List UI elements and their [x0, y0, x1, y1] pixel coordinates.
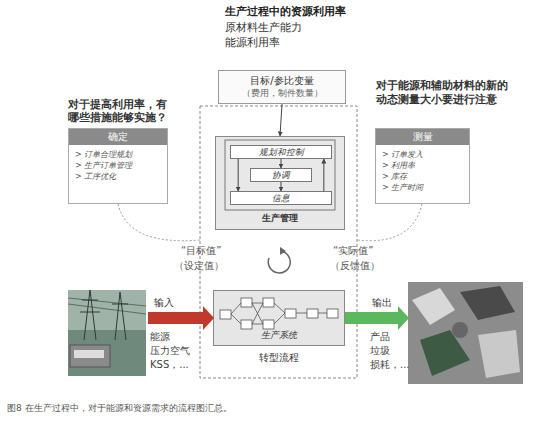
process-step: [263, 298, 274, 307]
function-bar: 规划和控制: [230, 145, 332, 159]
annotation-text: 产品: [370, 330, 390, 343]
annotation-text: 对于能源和辅助材料的新的动态测量大小要进行注意: [376, 79, 510, 107]
function-name: 信息: [272, 192, 290, 204]
function-name: 协调: [272, 169, 290, 181]
card-item: > 生产订单管理: [69, 160, 167, 171]
annotation-text: 垃圾: [370, 344, 390, 357]
annotation-text: KSS，...: [150, 358, 189, 371]
scrap-piece: [420, 330, 470, 376]
function-name: 规划和控制: [259, 146, 304, 158]
card-item: > 库存: [376, 171, 469, 182]
cycle-arrowhead: [280, 247, 286, 255]
measure-card: 测量 > 订单发入> 利用率> 库存> 生产时间: [375, 128, 470, 204]
management-box: 生产管理 规划和控制协调信息: [215, 136, 345, 230]
card-item: > 生产时间: [376, 182, 469, 193]
annotation-text: 能源利用率: [225, 36, 280, 50]
energy-photo: [68, 290, 146, 376]
process-step: [241, 320, 252, 329]
annotation-text: 损耗，...: [370, 358, 410, 371]
flow-arrow: [281, 182, 282, 191]
reference-box: 目标/参比变量（费用，制件数量）: [218, 70, 346, 104]
cycle-arrow: [268, 251, 290, 273]
annotation-text: 对于提高利用率，有哪些措施能够实施？: [68, 98, 168, 124]
card-item: > 订单发入: [376, 149, 469, 160]
function-box: 协调: [250, 168, 312, 182]
inner-frame: [225, 140, 335, 210]
process-link: [231, 303, 327, 324]
annotation-text: 生产过程中的资源利用率: [225, 5, 346, 19]
scrap-piece: [478, 330, 520, 378]
function-bar: 信息: [230, 191, 332, 205]
box-subtitle: 转型流程: [194, 351, 364, 365]
flow-arrow: [281, 159, 282, 168]
meter-photo: [70, 345, 110, 367]
annotation-text: 输出: [372, 296, 392, 309]
box-title: 生产管理: [216, 212, 344, 225]
input-arrow: [148, 306, 214, 330]
flow-arrow: [323, 159, 324, 191]
card-header: 测量: [376, 129, 469, 145]
card-item: > 订单合理规划: [69, 149, 167, 160]
annotation-text: “目标值”: [181, 244, 221, 257]
process-step: [241, 298, 252, 307]
annotation-text: “实际值”: [333, 244, 373, 257]
process-step: [307, 309, 318, 318]
annotation-text: 原材料生产能力: [225, 21, 302, 35]
box-title: 目标/参比变量: [250, 74, 313, 87]
process-step: [263, 320, 274, 329]
annotation-text: 输入: [154, 296, 174, 309]
card-item: > 工序优化: [69, 171, 167, 182]
box-title: 生产系统: [214, 329, 344, 342]
action-card: 确定 > 订单合理规划> 生产订单管理> 工序优化: [68, 128, 168, 204]
dotted-leader: [118, 204, 200, 241]
flow-arrow: [280, 104, 282, 136]
output-arrow: [345, 306, 409, 330]
pylon-drawing: [80, 290, 128, 340]
flow-arrow: [238, 159, 239, 191]
system-box: 生产系统转型流程: [213, 290, 345, 346]
scrap-piece: [412, 288, 455, 325]
annotation-text: （反馈值）: [330, 259, 380, 272]
annotation-text: 压力空气: [150, 344, 190, 357]
power-line: [68, 298, 146, 314]
annotation-text: （设定值）: [174, 259, 224, 272]
process-step: [220, 310, 231, 319]
dotted-leader: [357, 204, 422, 241]
scrap-piece: [452, 322, 468, 338]
card-item: > 利用率: [376, 160, 469, 171]
box-note: （费用，制件数量）: [242, 87, 323, 100]
scrap-piece: [460, 286, 515, 320]
photo-sky: [68, 290, 146, 330]
meter-display: [74, 350, 104, 358]
process-step: [327, 309, 338, 318]
card-header: 确定: [69, 129, 167, 145]
waste-photo: [408, 282, 523, 384]
dashed-boundary: [200, 106, 357, 378]
process-step: [285, 309, 296, 318]
annotation-text: 能源: [150, 330, 170, 343]
figure-caption: 图8 在生产过程中，对于能源和资源需求的流程图汇总。: [7, 402, 232, 415]
